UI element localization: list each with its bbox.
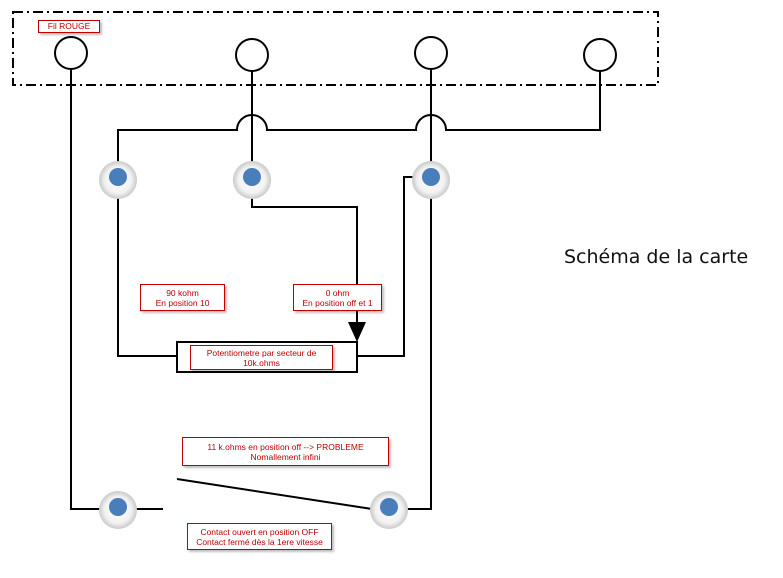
label-potentiometer-line1: Potentiometre par secteur de — [206, 348, 317, 358]
label-fil-rouge: Fil ROUGE — [38, 20, 100, 33]
label-contact-line2: Contact fermé dès la 1ere vitesse — [196, 537, 323, 547]
contact-left — [99, 491, 137, 529]
diagram-title: Schéma de la carte — [564, 246, 749, 268]
label-contact: Contact ouvert en position OFF Contact f… — [187, 523, 332, 550]
connector-pin-1 — [54, 36, 88, 70]
connector-pin-3 — [414, 36, 448, 70]
wire-node3-contact — [407, 196, 432, 510]
wiper-arrow — [348, 322, 366, 342]
label-problem-line1: 11 k.ohms en position off --> PROBLEME — [207, 442, 364, 452]
label-90-kohm-line2: En position 10 — [155, 298, 210, 308]
label-90-kohm-line1: 90 kohm — [166, 288, 199, 298]
connector-pin-2 — [235, 38, 269, 72]
label-problem: 11 k.ohms en position off --> PROBLEME N… — [182, 437, 389, 466]
wire-node1-pot — [117, 196, 177, 357]
node-1 — [99, 161, 137, 199]
label-problem-line2: Nomallement infini — [250, 452, 321, 462]
label-90-kohm: 90 kohm En position 10 — [140, 284, 225, 311]
wire-bus — [117, 71, 601, 163]
label-contact-line1: Contact ouvert en position OFF — [200, 527, 319, 537]
contact-right — [370, 491, 408, 529]
wire-pot-node3 — [357, 176, 414, 357]
switch-blade — [176, 478, 373, 510]
label-potentiometer-line2: 10k.ohms — [243, 358, 280, 368]
label-0-ohm-line1: 0 ohm — [325, 288, 350, 298]
node-2 — [233, 161, 271, 199]
label-potentiometer: Potentiometre par secteur de 10k.ohms — [190, 345, 333, 370]
wire-red-pin — [70, 69, 105, 510]
label-fil-rouge-text: Fil ROUGE — [47, 21, 91, 31]
wire-node2-wiper — [251, 196, 358, 322]
connector-pin-4 — [583, 38, 617, 72]
label-0-ohm: 0 ohm En position off et 1 — [293, 284, 382, 311]
node-3 — [412, 161, 450, 199]
connector-frame — [12, 11, 659, 86]
label-0-ohm-line2: En position off et 1 — [302, 298, 373, 308]
